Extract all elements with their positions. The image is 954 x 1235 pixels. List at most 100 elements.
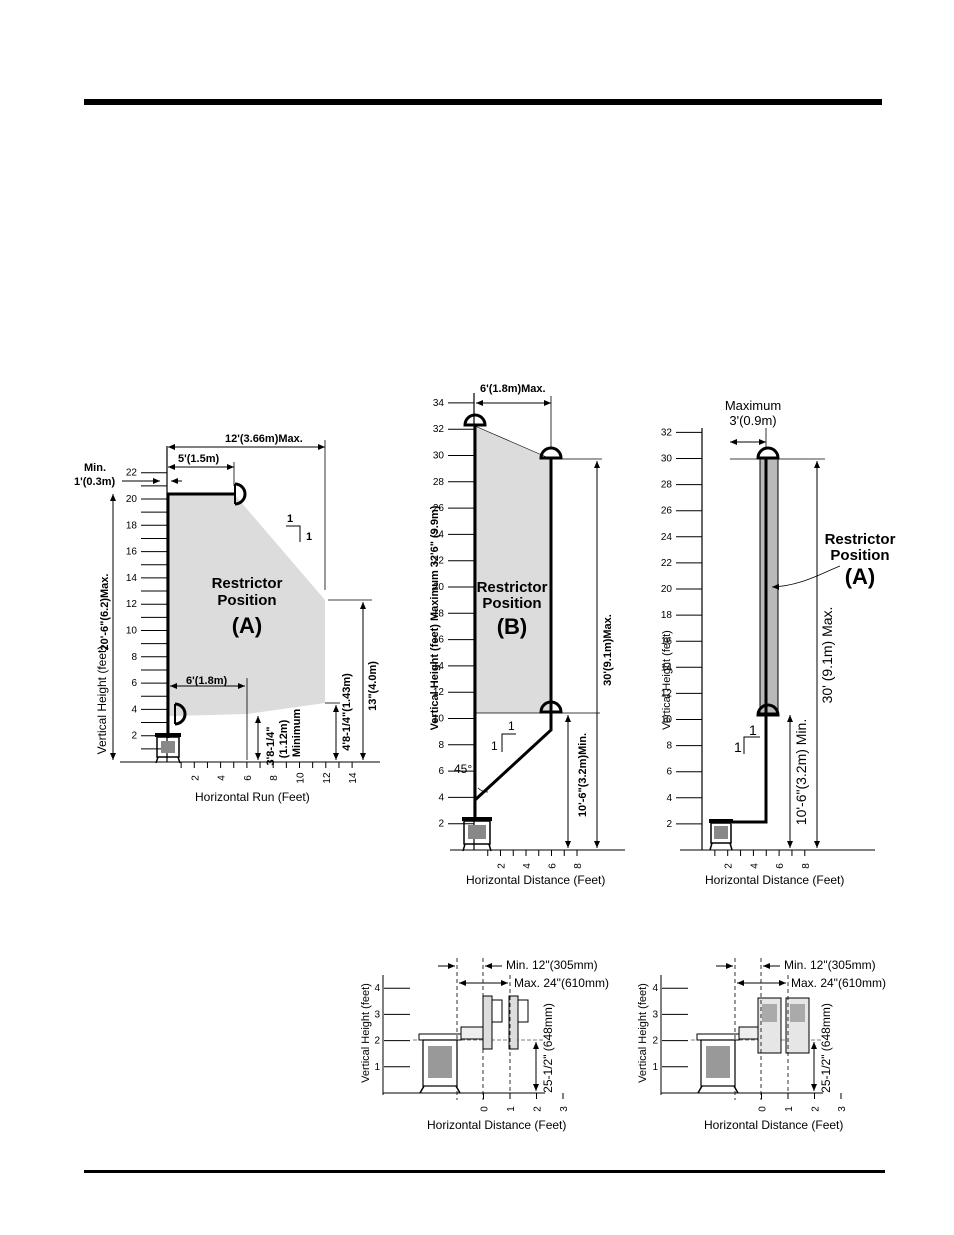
- diagram4-x-tick-label: 3: [559, 1106, 570, 1112]
- d2-slope-top: 1: [508, 719, 515, 733]
- diagram3-y-tick-label: 28: [661, 480, 673, 491]
- d4-termination-1: [482, 995, 493, 1050]
- diagram2-y-tick-label: 12: [433, 687, 445, 698]
- diagram1-y-tick-label: 8: [131, 652, 137, 663]
- d1-x-axis-label: Horizontal Run (Feet): [195, 790, 310, 804]
- diagram3-y-tick-label: 10: [661, 715, 673, 726]
- diagram1-y-tick-label: 22: [126, 468, 138, 479]
- diagram2-y-tick-label: 18: [433, 608, 445, 619]
- d4-dim-min: Min. 12"(305mm): [506, 958, 598, 972]
- diagram3-y-tick-label: 24: [661, 532, 673, 543]
- d3-vent-pipe: [732, 459, 768, 824]
- diagram3-y-tick-label: 32: [661, 427, 673, 438]
- d2-restrictor-letter: (B): [497, 614, 528, 639]
- diagram1-y-tick-label: 12: [126, 599, 138, 610]
- d2-y-axis-label: Vertical Height (feet) Maximum 32'6" (9.…: [429, 505, 441, 730]
- diagram1-x-tick-label: 10: [296, 772, 307, 784]
- d2-cap-low: [539, 700, 563, 714]
- diagram1-x-tick-label: 4: [217, 775, 228, 781]
- d3-restrictor-line1: Restrictor: [825, 531, 896, 548]
- diagram5-x-tick-label: 0: [758, 1106, 769, 1112]
- d3-dim-right-min: 10'-6"(3.2m) Min.: [793, 719, 809, 825]
- diagram2-x-tick-label: 2: [497, 863, 508, 869]
- diagram3-y-tick-label: 30: [661, 454, 673, 465]
- diagram2-y-tick-label: 2: [438, 819, 444, 830]
- top-rule: [84, 99, 882, 105]
- diagram1-y-tick-label: 20: [126, 494, 138, 505]
- d1-dim-max-run: 12'(3.66m)Max.: [225, 433, 303, 445]
- d2-restrictor-line2: Position: [482, 595, 541, 612]
- d1-dim-min-value: 1'(0.3m): [74, 476, 115, 488]
- d5-dim-min: Min. 12"(305mm): [784, 958, 876, 972]
- diagram3-y-tick-label: 12: [661, 688, 673, 699]
- d5-y-axis-label: Vertical Height (feet): [637, 983, 649, 1083]
- diagram4-y-tick-label: 1: [374, 1062, 380, 1073]
- diagram1-y-tick-label: 2: [131, 731, 137, 742]
- d1-restrictor-letter: (A): [232, 613, 263, 638]
- diagram1-y-tick-label: 4: [131, 704, 137, 715]
- diagram1-y-tick-label: 14: [126, 573, 138, 584]
- diagram5-y-tick-label: 2: [652, 1036, 658, 1047]
- d3-y-axis-label: Vertical Height (feet): [661, 630, 673, 730]
- diagram2-y-tick-label: 8: [438, 740, 444, 751]
- diagram2-y-tick-label: 24: [433, 529, 445, 540]
- d2-dim-top: 6'(1.8m)Max.: [480, 383, 546, 395]
- diagram2-y-tick-label: 14: [433, 661, 445, 672]
- diagram3-x-tick-label: 6: [775, 863, 786, 869]
- diagram2-x-tick-label: 8: [573, 863, 584, 869]
- d1-slope-top: 1: [287, 513, 293, 525]
- diagram2-y-tick-label: 32: [433, 424, 445, 435]
- diagram2-y-tick-label: 26: [433, 503, 445, 514]
- d3-dim-top-line2: 3'(0.9m): [729, 413, 776, 428]
- diagram5-y-tick-label: 3: [652, 1009, 658, 1020]
- d3-slope-top: 1: [749, 722, 757, 738]
- d2-dim-right-max: 30'(9.1m)Max.: [602, 614, 614, 686]
- d5-stove-icon: [696, 1033, 740, 1094]
- d2-stove-icon: [462, 817, 492, 852]
- d1-restrictor-line2: Position: [217, 592, 276, 609]
- d3-cap-top: [756, 446, 780, 460]
- d1-dim-13: 13"(4.0m): [367, 661, 379, 711]
- diagram3-y-tick-label: 8: [666, 741, 672, 752]
- diagram2-y-tick-label: 16: [433, 635, 445, 646]
- d2-vent-pipe: [473, 426, 553, 820]
- diagram3-y-tick-label: 26: [661, 506, 673, 517]
- d1-y-axis-label: Vertical Height (feet): [95, 646, 109, 755]
- diagram2-y-tick-label: 20: [433, 582, 445, 593]
- diagram4-x-tick-label: 0: [480, 1106, 491, 1112]
- d1-vent-cap-low: [174, 702, 187, 726]
- diagram3-y-tick-label: 2: [666, 819, 672, 830]
- d1-dim-height-max: 20'-6"(6.2)Max.: [99, 574, 111, 651]
- diagram1-y-tick-label: 16: [126, 547, 138, 558]
- d1-vent-cap-top: [234, 482, 247, 506]
- diagram2-y-tick-label: 28: [433, 477, 445, 488]
- diagram1-x-tick-label: 6: [243, 775, 254, 781]
- d3-dim-right-max: 30' (9.1m) Max.: [819, 607, 835, 704]
- diagram4-y-tick-label: 3: [374, 1009, 380, 1020]
- diagram3-y-tick-label: 6: [666, 767, 672, 778]
- diagram1-x-tick-label: 12: [322, 772, 333, 784]
- d1-dim-5ft: 5'(1.5m): [178, 453, 219, 465]
- diagram4-x-tick-label: 2: [533, 1106, 544, 1112]
- diagram3-y-tick-label: 16: [661, 636, 673, 647]
- d2-cap-right: [539, 446, 563, 460]
- diagram4-y-tick-label: 2: [374, 1036, 380, 1047]
- diagram2-x-tick-label: 6: [548, 863, 559, 869]
- d1-shaded-region: [168, 494, 325, 716]
- diagram3-x-tick-label: 2: [724, 863, 735, 869]
- d1-vent-pipe: [166, 492, 234, 738]
- d2-shaded-region: [475, 426, 551, 713]
- d1-dim-3ft8: 3'8-1/4": [265, 726, 277, 765]
